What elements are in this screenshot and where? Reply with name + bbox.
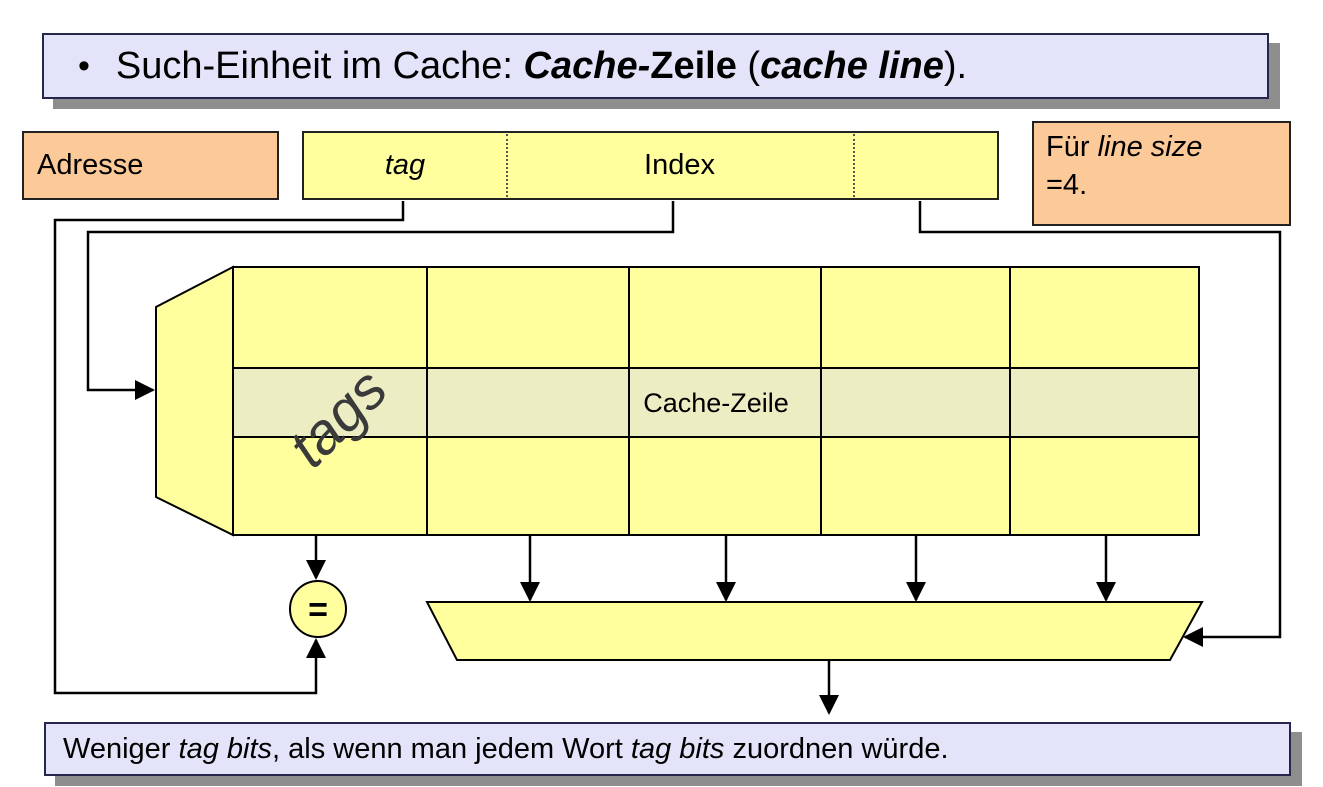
- footer-seg: , als wenn man jedem Wort: [272, 732, 631, 765]
- title-seg: Zeile: [650, 44, 737, 87]
- multiplexer-shape: [425, 601, 1204, 661]
- slide-title: Such-Einheit im Cache: Cache-Zeile (cach…: [116, 45, 967, 88]
- tag-field-label: tag: [384, 149, 426, 181]
- index-to-decoder-line: [86, 201, 675, 400]
- note-seg: Für: [1046, 131, 1098, 163]
- address-field-box: tag Index: [302, 131, 999, 200]
- title-seg: (: [736, 44, 761, 87]
- footer-seg: zuordnen würde.: [724, 732, 949, 765]
- adresse-label: Adresse: [37, 149, 144, 181]
- tag-to-comparator-line: [53, 201, 405, 695]
- title-seg: cache line: [760, 44, 944, 87]
- comparator-circle: [289, 580, 347, 638]
- bullet-marker: •: [78, 46, 90, 85]
- footer-text: Weniger tag bits, als wenn man jedem Wor…: [63, 733, 949, 766]
- adresse-box: Adresse: [22, 131, 279, 200]
- tags-decoder-shape: [155, 265, 234, 537]
- footer-seg: tag bits: [630, 732, 725, 765]
- footer-box: Weniger tag bits, als wenn man jedem Wor…: [44, 722, 1291, 776]
- note-seg: line size: [1097, 131, 1203, 163]
- title-box: • Such-Einheit im Cache: Cache-Zeile (ca…: [42, 33, 1269, 99]
- footer-seg: Weniger: [63, 732, 179, 765]
- title-seg: Cache-: [523, 44, 651, 87]
- index-field-label: Index: [644, 149, 715, 181]
- offset-to-mux-select-line: [918, 201, 1282, 647]
- title-seg: ).: [943, 44, 968, 87]
- cache-line-label: Cache-Zeile: [643, 388, 789, 418]
- footer-seg: tag bits: [178, 732, 273, 765]
- line-size-note-box: Für line size =4.: [1032, 121, 1291, 226]
- cache-line-row: [232, 367, 1200, 438]
- comparator-label: =: [308, 591, 328, 629]
- note-seg: =4.: [1046, 169, 1088, 202]
- field-separator: [506, 134, 508, 197]
- title-seg: Such-Einheit im Cache:: [115, 44, 524, 87]
- field-separator: [853, 134, 855, 197]
